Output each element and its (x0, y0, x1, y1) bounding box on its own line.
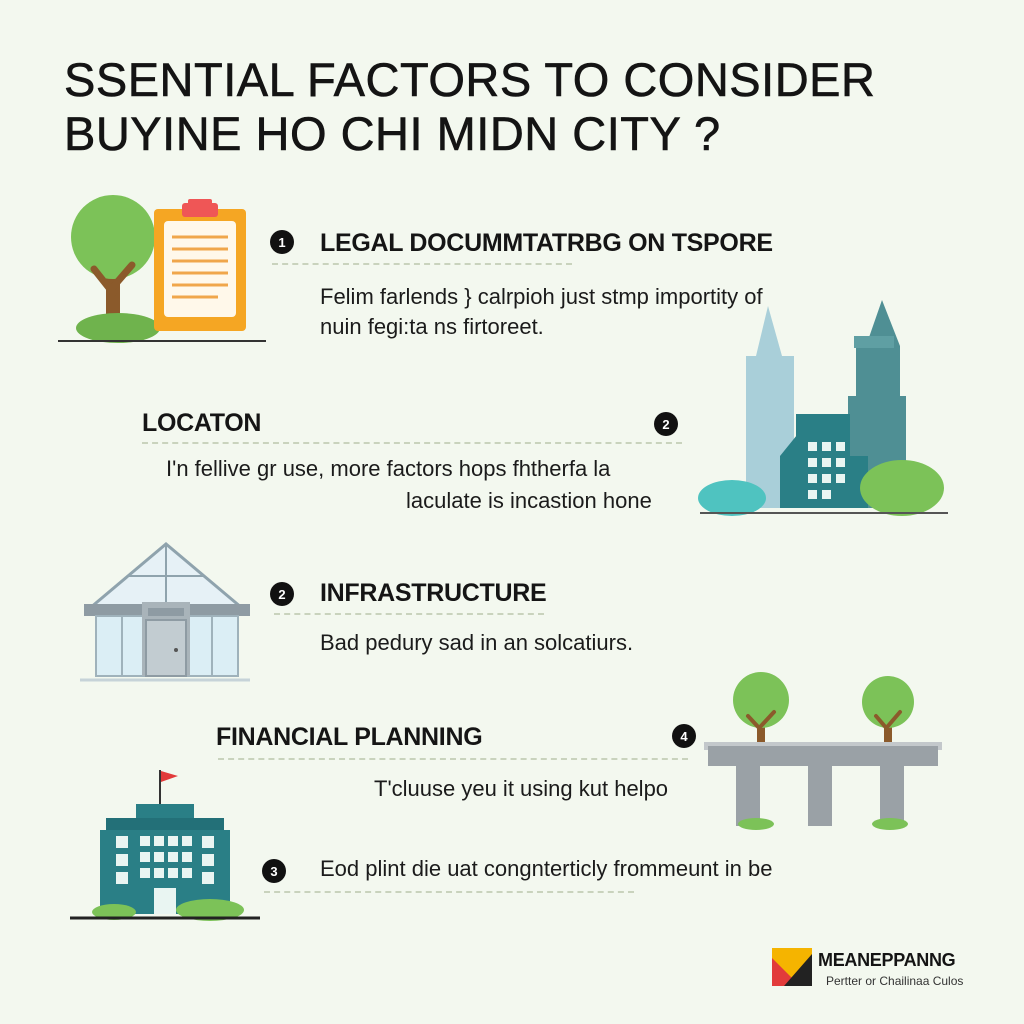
legal-illustration (58, 195, 266, 343)
brand-name: MEANEPPANNG (818, 950, 956, 970)
page-title-line-1: SSENTIAL FACTORS TO CONSIDER (64, 53, 876, 107)
clipboard-icon (154, 199, 246, 331)
bridge-icon (704, 672, 942, 830)
page-title-line-2: BUYINE HO CHI MIDN CITY ? (64, 107, 721, 161)
tree-icon (71, 195, 160, 343)
brand-logo-icon (772, 948, 812, 986)
legal-divider (272, 263, 572, 265)
financial-description: T'cluuse yeu it using kut helpo (374, 776, 669, 801)
financial-divider (218, 758, 688, 760)
legal-heading: LEGAL DOCUMMTATRBG ON TSPORE (320, 229, 773, 257)
number-badge-infrastructure: 2 (270, 582, 294, 606)
infrastructure-description: Bad pedury sad in an solcatiurs. (320, 630, 634, 655)
infrastructure-divider (274, 613, 544, 615)
number-badge-legal: 1 (270, 230, 294, 254)
number-badge-extra: 3 (262, 859, 286, 883)
location-description-line-1: I'n fellive gr use, more factors hops fh… (166, 456, 611, 481)
location-heading: LOCATON (142, 409, 262, 437)
legal-description-line-1: Felim farlends } calrpioh just stmp impo… (320, 284, 763, 309)
extra-description: Eod plint die uat congnterticly frommeun… (320, 856, 773, 881)
location-description-line-2: laculate is incastion hone (406, 488, 652, 513)
financial-heading: FINANCIAL PLANNING (216, 723, 483, 751)
brand-tagline: Pertter or Chailinaa Culos (826, 974, 964, 988)
legal-description-line-2: nuin fegi:ta ns firtoreet. (320, 314, 544, 339)
skyline-icon (698, 300, 948, 516)
glass-building-icon (80, 542, 250, 682)
infrastructure-heading: INFRASTRUCTURE (320, 579, 547, 607)
number-badge-location: 2 (654, 412, 678, 436)
number-badge-financial: 4 (672, 724, 696, 748)
location-divider (142, 442, 682, 444)
extra-divider (264, 891, 634, 893)
office-building-icon (70, 770, 260, 921)
